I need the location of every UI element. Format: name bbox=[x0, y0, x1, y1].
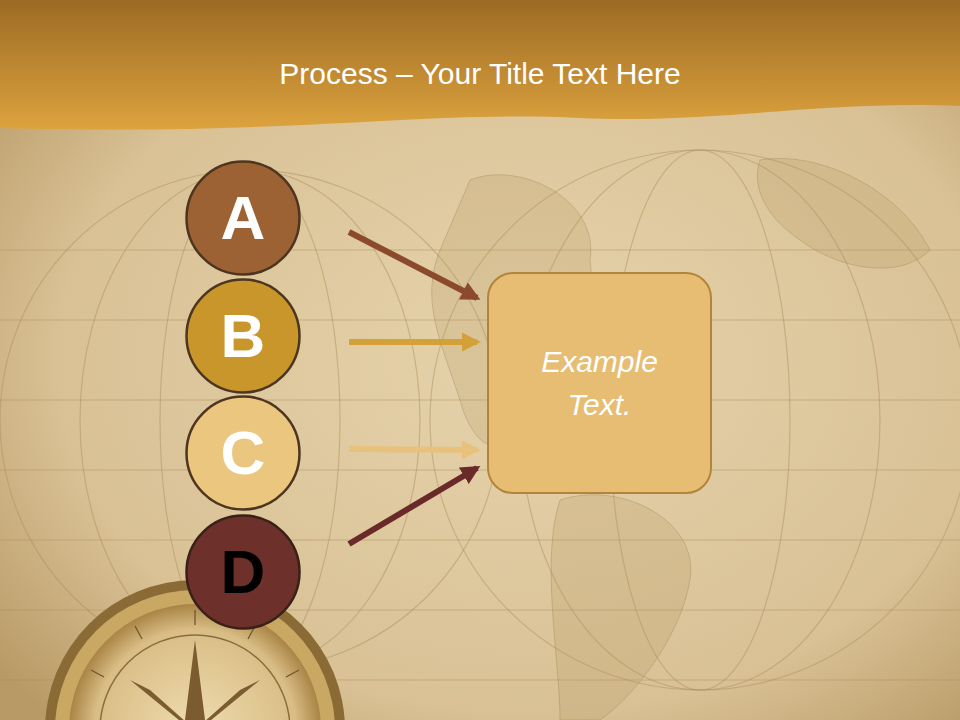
arrow-connector bbox=[349, 449, 477, 450]
slide-title: Process – Your Title Text Here bbox=[0, 52, 960, 96]
step-letter: A bbox=[221, 187, 266, 249]
header-band bbox=[0, 0, 960, 130]
step-circle: A bbox=[185, 160, 301, 276]
arrow-connector bbox=[349, 232, 477, 298]
step-circle: B bbox=[185, 278, 301, 394]
step-letter: D bbox=[221, 541, 266, 603]
step-letter: B bbox=[221, 305, 266, 367]
arrow-connector bbox=[349, 468, 477, 544]
box-text: Example Text. bbox=[525, 340, 675, 427]
step-circle: D bbox=[185, 514, 301, 630]
step-circle: C bbox=[185, 395, 301, 511]
step-letter: C bbox=[221, 422, 266, 484]
arrow-connector bbox=[349, 339, 477, 345]
process-box: Example Text. bbox=[487, 272, 712, 494]
